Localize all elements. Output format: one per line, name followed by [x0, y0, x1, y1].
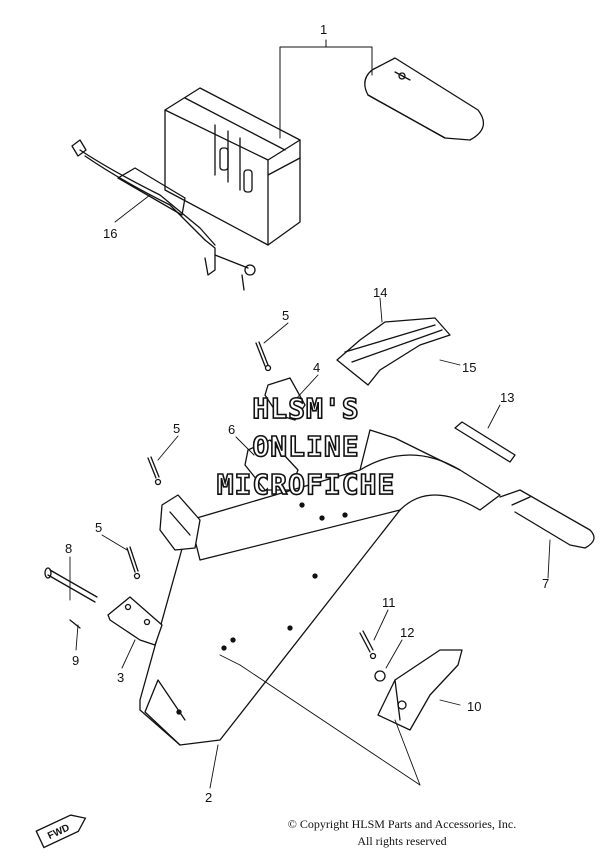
callout-11: 11	[382, 595, 396, 610]
callout-8: 8	[65, 541, 72, 556]
part-6-bracket	[244, 439, 299, 491]
fwd-arrow-icon: FWD	[35, 814, 87, 849]
part-9-pin	[69, 619, 81, 629]
leader-lines	[69, 194, 551, 789]
part-16-seat-lock-cable	[71, 139, 256, 291]
callout-5-middle: 5	[173, 421, 180, 436]
callout-16: 16	[103, 226, 117, 241]
callout-15: 15	[462, 360, 476, 375]
bracket-mid	[159, 494, 201, 551]
callout-12: 12	[400, 625, 414, 640]
callout-14: 14	[373, 285, 387, 300]
watermark-line-1: HLSM'S	[252, 392, 359, 425]
part-10-cover	[377, 649, 463, 731]
part-13-strip	[454, 421, 516, 463]
part-1-tool-bag	[164, 87, 301, 246]
callout-10: 10	[467, 699, 481, 714]
watermark-line-2: ONLINE	[252, 430, 359, 463]
part-11-bolt	[359, 630, 377, 660]
callout-3: 3	[117, 670, 124, 685]
callout-4: 4	[313, 360, 320, 375]
part-14-cushion	[336, 317, 451, 386]
part-1-tool-pouch	[364, 57, 485, 141]
callout-7: 7	[542, 576, 549, 591]
copyright-notice: © Copyright HLSM Parts and Accessories, …	[252, 816, 552, 850]
watermark-line-3: MICROFICHE	[217, 468, 396, 501]
watermark: HLSM'S ONLINE MICROFICHE	[216, 391, 396, 502]
part-5-bolts	[126, 341, 272, 580]
callout-9: 9	[72, 653, 79, 668]
part-2-rear-fender	[139, 429, 501, 746]
callout-5-lower: 5	[95, 520, 102, 535]
callout-2: 2	[205, 790, 212, 805]
copyright-line-1: © Copyright HLSM Parts and Accessories, …	[287, 817, 517, 831]
part-8-bolt	[44, 567, 98, 603]
callout-13: 13	[500, 390, 514, 405]
part-12-washer	[374, 670, 386, 682]
callout-1: 1	[320, 22, 327, 37]
part-7-wire	[499, 489, 595, 549]
part-4-bracket	[264, 377, 306, 421]
copyright-line-2: All rights reserved	[357, 834, 447, 848]
part-3-bracket	[107, 596, 163, 646]
callout-5-top: 5	[282, 308, 289, 323]
callout-6: 6	[228, 422, 235, 437]
